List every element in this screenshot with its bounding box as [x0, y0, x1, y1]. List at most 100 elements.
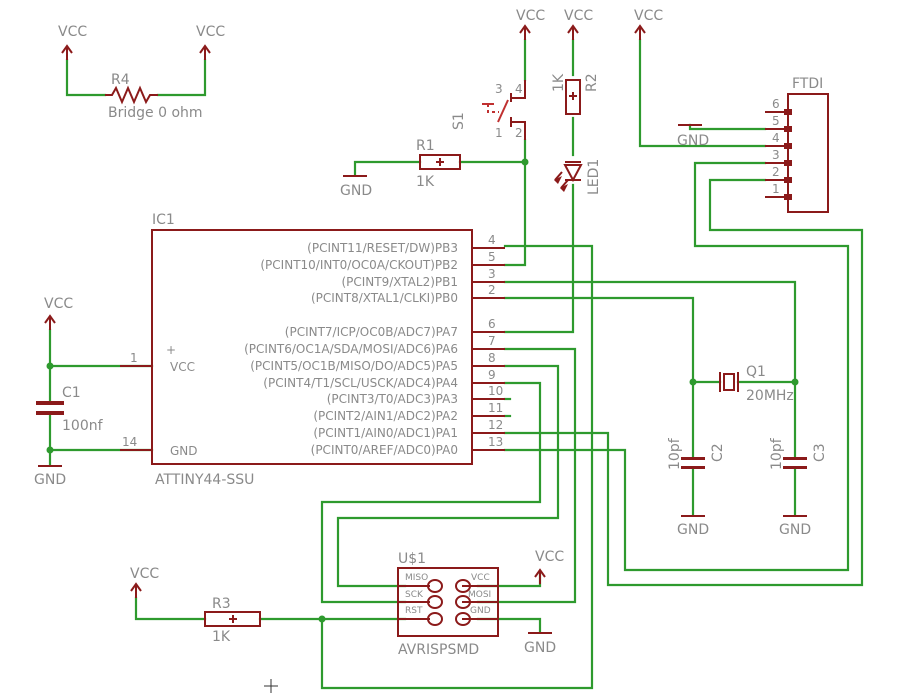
junction-dot — [46, 362, 54, 370]
vcc-label: VCC — [58, 24, 87, 40]
gnd-symbol-c1: GND — [34, 465, 66, 488]
ftdi-pin-5: 5 — [772, 114, 780, 128]
c2-name: C2 — [710, 443, 726, 462]
gnd-label: GND — [34, 472, 66, 488]
junction-dot — [791, 378, 799, 386]
gnd-symbol-c2: GND — [677, 515, 709, 538]
c1-value: 100nf — [62, 418, 104, 434]
ic1-pin-label-pa5: (PCINT5/OC1B/MISO/DO/ADC5)PA5 — [250, 359, 458, 373]
ic1-pin-label-pa3: (PCINT3/T0/ADC3)PA3 — [327, 392, 458, 406]
vcc-label: VCC — [130, 566, 159, 582]
ic1-pin-1-num: 1 — [130, 351, 138, 365]
r2-value: 1K — [551, 73, 567, 92]
isp-pin-rst: RST — [405, 606, 423, 616]
led1-name: LED1 — [586, 159, 602, 195]
isp-name: U$1 — [398, 551, 426, 567]
ic1-pin-num: 3 — [488, 267, 496, 281]
vcc-symbol-s1: VCC — [516, 8, 545, 40]
ic1-pin-num: 7 — [488, 334, 496, 348]
ic1-pin-num: 6 — [488, 317, 496, 331]
vcc-label: VCC — [634, 8, 663, 24]
s1-pin-2: 2 — [515, 126, 523, 140]
c3-value: 10pf — [769, 437, 785, 470]
isp-pin-vcc: VCC — [471, 573, 490, 583]
ic1-pin-num: 5 — [488, 250, 496, 264]
switch-s1: 4 3 1 2 S1 — [451, 80, 526, 140]
ftdi-pin-3: 3 — [772, 148, 780, 162]
gnd-label: GND — [677, 522, 709, 538]
r4-name: R4 — [111, 72, 130, 88]
ic1-pin-num: 8 — [488, 351, 496, 365]
ic1-pin-numbers: 4 5 3 2 6 7 8 9 10 11 12 13 — [488, 233, 503, 449]
ftdi-pins — [765, 109, 792, 200]
vcc-symbol-ftdi: VCC — [634, 8, 663, 40]
junction-dots — [46, 158, 799, 623]
r1-name: R1 — [416, 138, 435, 154]
ic1-gnd-label: GND — [170, 444, 198, 458]
r3-value: 1K — [212, 629, 231, 645]
resistor-r1: R1 1K — [416, 138, 461, 190]
gnd-symbol-isp: GND — [524, 632, 556, 656]
r2-name: R2 — [584, 73, 600, 92]
isp-pin-gnd: GND — [470, 606, 491, 616]
resistor-r2: 1K R2 — [551, 73, 600, 115]
ic1-part: ATTINY44-SSU — [155, 472, 254, 488]
ic1-right-pins — [472, 247, 505, 451]
ic1-pin-label-pa7: (PCINT7/ICP/OC0B/ADC7)PA7 — [285, 325, 458, 339]
q1-name: Q1 — [746, 364, 766, 380]
vcc-symbol-c1: VCC — [44, 296, 73, 330]
ic1-pin-num: 13 — [488, 435, 503, 449]
ic1-pin-label-pa6: (PCINT6/OC1A/SDA/MOSI/ADC6)PA6 — [244, 342, 458, 356]
ic1-pin-labels: (PCINT11/RESET/DW)PB3 (PCINT10/INT0/OC0A… — [244, 241, 458, 457]
ic1-pin-14-num: 14 — [122, 435, 137, 449]
capacitor-c2: 10pf C2 — [667, 437, 726, 470]
ic1-plus-mark: + — [166, 343, 176, 357]
r1-value: 1K — [416, 174, 435, 190]
crystal-q1: Q1 20MHz — [719, 364, 794, 404]
ic1-pin-label-pa4: (PCINT4/T1/SCL/USCK/ADC4)PA4 — [263, 376, 458, 390]
vcc-symbol-isp: VCC — [534, 549, 564, 584]
ftdi-pin-4: 4 — [772, 131, 780, 145]
connector-ftdi: FTDI 6 5 4 3 2 1 — [765, 76, 829, 213]
header-avrisp: U$1 AVRISPSMD MISO SCK RST VCC MOSI GND — [397, 551, 499, 658]
ftdi-pin-6: 6 — [772, 97, 780, 111]
gnd-symbol-c3: GND — [779, 515, 811, 538]
origin-crosshair — [264, 679, 278, 693]
junction-dot — [318, 615, 326, 623]
ic1-pin-num: 4 — [488, 233, 496, 247]
ic1-pin-num: 2 — [488, 283, 496, 297]
r4-value: Bridge 0 ohm — [108, 105, 203, 121]
isp-pin-sck: SCK — [405, 590, 424, 600]
junction-dot — [521, 158, 529, 166]
vcc-symbol-r4-right: VCC — [196, 24, 225, 60]
s1-pin-4: 4 — [515, 82, 523, 96]
q1-value: 20MHz — [746, 388, 794, 404]
vcc-label: VCC — [535, 549, 564, 565]
gnd-label: GND — [524, 640, 556, 656]
junction-dot — [46, 446, 54, 454]
isp-pin-miso: MISO — [405, 573, 428, 583]
gnd-symbol-ftdi: GND — [677, 124, 709, 149]
chip-ic1: IC1 ATTINY44-SSU + VCC GND 1 14 (PCINT11… — [120, 212, 505, 488]
resistor-r4: R4 Bridge 0 ohm — [105, 72, 203, 121]
ic1-pin-num: 10 — [488, 384, 503, 398]
gnd-label: GND — [779, 522, 811, 538]
s1-pin-1: 1 — [495, 126, 503, 140]
vcc-label: VCC — [196, 24, 225, 40]
junction-dot — [689, 378, 697, 386]
isp-part: AVRISPSMD — [398, 642, 479, 658]
c3-name: C3 — [812, 443, 828, 462]
ic1-pin-label-pa2: (PCINT2/AIN1/ADC2)PA2 — [313, 409, 458, 423]
ic1-pin-num: 11 — [488, 401, 503, 415]
s1-name: S1 — [451, 112, 467, 130]
gnd-label: GND — [340, 183, 372, 199]
capacitor-c3: 10pf C3 — [769, 437, 828, 470]
ftdi-name: FTDI — [792, 76, 823, 92]
ic1-pin-label-pb2: (PCINT10/INT0/OC0A/CKOUT)PB2 — [260, 258, 458, 272]
c2-value: 10pf — [667, 437, 683, 470]
ic1-pin-label-pa1: (PCINT1/AIN0/ADC1)PA1 — [313, 426, 458, 440]
led-led1: LED1 — [554, 159, 602, 195]
vcc-label: VCC — [516, 8, 545, 24]
